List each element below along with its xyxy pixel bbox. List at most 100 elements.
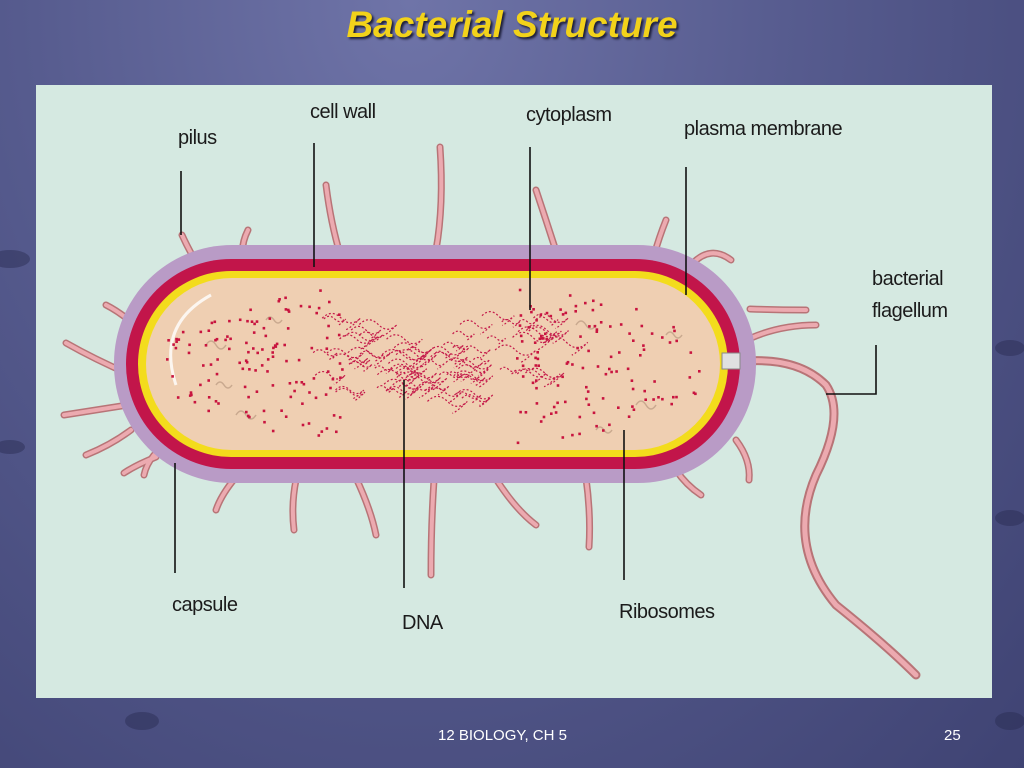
ribosome-dot <box>675 395 678 399</box>
ribosome-dot <box>540 337 543 340</box>
ribosome-dot <box>554 411 558 414</box>
ribosome-dot <box>175 337 178 341</box>
ribosome-dot <box>325 427 329 430</box>
ribosome-dot <box>271 355 275 358</box>
ribosome-dot <box>256 351 259 355</box>
ribosome-dot <box>642 344 645 347</box>
ribosome-dot <box>519 334 523 338</box>
ribosome-dot <box>271 351 274 354</box>
bacterium-illustration <box>60 143 921 680</box>
dna-strand <box>525 324 569 344</box>
ribosome-dot <box>531 381 535 385</box>
ribosome-dot <box>516 357 519 360</box>
ribosome-dot <box>277 299 281 303</box>
flagellum-basal-body <box>721 352 741 370</box>
ribosome-dot <box>261 348 264 351</box>
ribosome-dot <box>238 361 241 365</box>
dna-strand <box>452 344 470 354</box>
ribosome-dot <box>216 358 219 361</box>
ribosome-dot <box>193 400 197 404</box>
dna-strand <box>528 326 562 342</box>
ribosome-dot <box>263 420 266 424</box>
label-dna: DNA <box>402 612 443 634</box>
dna-strand <box>438 371 463 383</box>
ribosome-dot <box>271 384 275 387</box>
background-dot <box>995 340 1024 356</box>
ribosome-dot <box>288 382 292 385</box>
ribosome-dot <box>688 376 692 379</box>
ribosome-dot <box>229 337 232 341</box>
ribosome-dot <box>587 403 591 406</box>
ribosome-dot <box>176 396 180 399</box>
ribosome-dot <box>244 359 248 362</box>
ribosome-dot <box>601 397 605 400</box>
dna-strand <box>455 388 494 407</box>
ribosome-dot <box>591 308 595 312</box>
ribosome-dot <box>595 330 599 333</box>
ribosome-dot <box>561 375 564 379</box>
ribosome-dot <box>544 332 547 336</box>
ribosome-dot <box>175 340 178 343</box>
ribosome-dot <box>326 370 330 373</box>
ribosome-dot <box>228 347 231 351</box>
ribosome-dot <box>532 308 535 311</box>
ribosome-dot <box>249 308 252 312</box>
dna-strand <box>518 319 536 328</box>
dna-strand <box>321 312 361 331</box>
ribosome-dot <box>181 330 185 334</box>
ribosome-dot <box>252 347 255 350</box>
dna-strand <box>544 336 589 356</box>
ribosome-dot <box>300 381 304 384</box>
ribosome-dot <box>217 402 220 405</box>
ribosome-dot <box>692 391 696 395</box>
ribosome-dot <box>578 415 582 419</box>
ribosome-dot <box>188 343 191 347</box>
dna-strand <box>434 350 452 359</box>
ribosome-dot <box>535 319 538 322</box>
ribosome-dot <box>586 390 590 393</box>
dna-strand <box>312 349 338 361</box>
label-capsule: capsule <box>172 594 238 616</box>
ribosome-dot <box>670 402 673 406</box>
ribosome-dot <box>314 396 318 400</box>
dna-strand <box>472 356 491 366</box>
label-cell-wall: cell wall <box>310 101 376 123</box>
cytoplasm-layer <box>146 278 720 450</box>
ribosome-dot <box>262 409 266 413</box>
ribosome-dot <box>187 351 191 355</box>
ribosome-dot <box>609 355 613 359</box>
ribosome-dot <box>213 320 217 324</box>
dna-strand <box>525 367 565 386</box>
ribosome-dot <box>302 382 306 386</box>
ribosome-dot <box>657 396 660 399</box>
dna-strand <box>501 318 520 328</box>
ribosome-dot <box>207 409 210 413</box>
ribosome-dot <box>588 325 591 328</box>
dna-strand <box>486 335 506 345</box>
label-pilus: pilus <box>178 127 217 149</box>
ribosome-dot <box>618 351 621 354</box>
ribosome-dot <box>542 337 545 340</box>
ribosome-dot <box>214 338 217 342</box>
ribosome-dot <box>241 367 245 371</box>
ribosome-dot <box>310 346 314 350</box>
ribosome-dot <box>301 402 304 405</box>
dna-strand <box>396 371 416 381</box>
dna-strand <box>427 395 468 414</box>
ribosome-dot <box>539 420 543 423</box>
ribosome-dot <box>335 430 338 434</box>
ribosome-dot <box>675 339 678 343</box>
ribosome-dot <box>545 337 548 341</box>
ribosome-dot <box>287 310 291 313</box>
ribosome-dot <box>615 370 618 373</box>
ribosome-dot <box>339 376 342 379</box>
ribosome-dot <box>561 436 565 439</box>
ribosome-dot <box>264 334 268 338</box>
ribosome-dot <box>698 370 701 373</box>
dna-strand <box>350 325 382 340</box>
ribosome-dot <box>190 393 193 397</box>
ribosome-dot <box>301 423 305 427</box>
dna-strand <box>326 348 364 365</box>
dna-strand <box>376 385 395 394</box>
ribosome-dot <box>204 344 208 347</box>
